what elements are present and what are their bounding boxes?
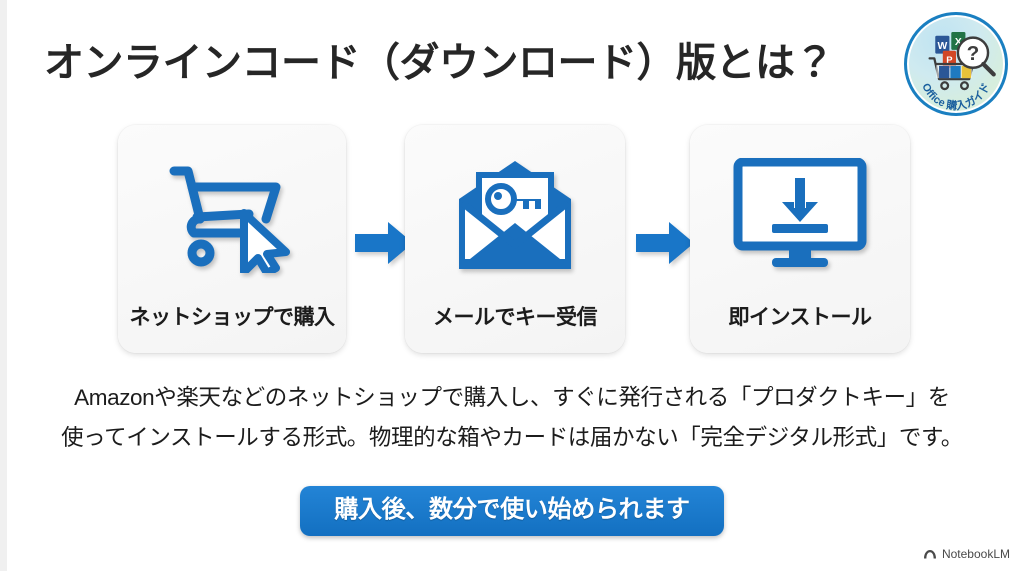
step-card-3[interactable]: 即インストール [690,125,910,353]
envelope-key-icon [405,151,625,279]
badge-cart-items [939,65,972,79]
badge-artwork: W X P [919,31,996,113]
callout-badge[interactable]: 購入後、数分で使い始められます [300,486,724,536]
badge-magnifier-icon: ? [956,36,996,77]
page-title: オンラインコード（ダウンロード）版とは？ [44,41,835,85]
key-glyph [485,183,541,215]
shopping-cart-cursor-icon [118,151,346,279]
description-paragraph: Amazonや楽天などのネットショップで購入し、すぐに発行される「プロダクトキー… [0,378,1024,458]
step-card-1-label: ネットショップで購入 [129,306,336,329]
step-card-2-label: メールでキー受信 [433,306,598,329]
badge-curved-text: Office 購入ガイド [919,81,992,113]
office-purchase-guide-badge: W X P [904,12,1008,116]
monitor-download-icon [690,151,910,279]
description-line-2: 使ってインストールする形式。物理的な箱やカードは届かない「完全デジタル形式」です… [61,425,963,450]
callout-wrap: 購入後、数分で使い始められます [0,486,1024,536]
notebooklm-icon [923,550,936,559]
svg-text:?: ? [967,42,980,65]
arrow-step2-to-step3 [636,221,694,265]
description-line-1: Amazonや楽天などのネットショップで購入し、すぐに発行される「プロダクトキー… [74,385,950,410]
svg-text:W: W [937,41,947,52]
svg-text:X: X [955,37,962,48]
notebooklm-watermark: NotebookLM [923,547,1010,561]
svg-text:P: P [946,54,952,65]
left-edge-bar [0,0,7,571]
notebooklm-label: NotebookLM [941,547,1010,561]
steps-row: ネットショップで購入 [118,125,910,353]
arrow-step1-to-step2 [355,221,413,265]
step-card-1[interactable]: ネットショップで購入 [118,125,346,353]
badge-ring: W X P [904,12,1008,116]
step-card-3-label: 即インストール [728,306,872,329]
step-card-2[interactable]: メールでキー受信 [405,125,625,353]
